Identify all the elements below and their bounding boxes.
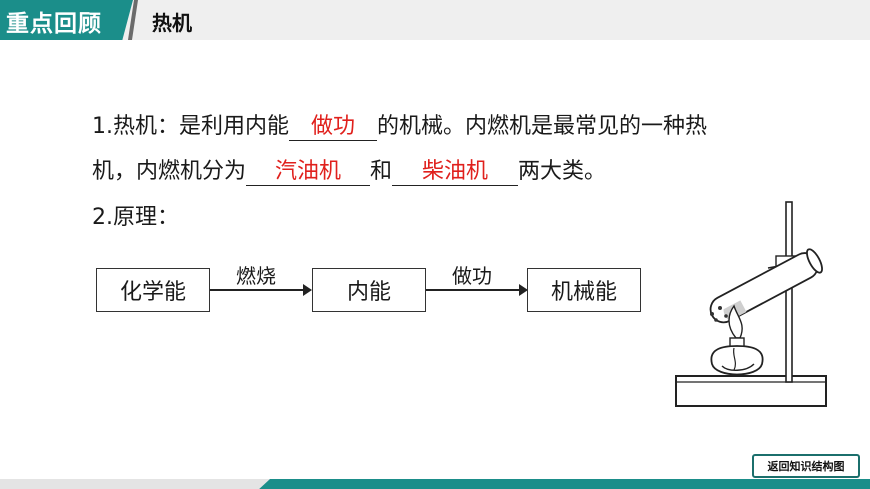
content-line-3: 2.原理： — [92, 205, 179, 230]
footer-band — [0, 479, 870, 489]
line2-suffix: 两大类。 — [518, 159, 607, 184]
line1-prefix: 1.热机：是利用内能 — [92, 114, 289, 139]
line2-prefix: 机，内燃机分为 — [92, 159, 247, 184]
line1-suffix: 的机械。内燃机是最常见的一种热 — [377, 114, 708, 139]
footer-accent — [0, 479, 270, 489]
test-tube-heating-apparatus-icon — [675, 201, 827, 407]
flow-box-chemical-energy: 化学能 — [96, 268, 210, 312]
flow-arrow-2-label: 做功 — [452, 264, 492, 288]
answer-blank-2: 汽油机 — [246, 159, 371, 186]
back-to-structure-button[interactable]: 返回知识结构图 — [752, 454, 860, 478]
line2-middle: 和 — [370, 159, 393, 184]
section-tag-label: 重点回顾 — [6, 11, 102, 37]
answer-blank-3: 柴油机 — [392, 159, 519, 186]
flow-arrow-1-label: 燃烧 — [236, 264, 276, 288]
flow-box-mechanical-energy: 机械能 — [527, 268, 641, 312]
flow-box-internal-energy: 内能 — [312, 268, 426, 312]
header-bar — [0, 0, 870, 40]
flow-arrow-1 — [210, 284, 312, 296]
page-title: 热机 — [152, 11, 192, 35]
flow-arrow-2 — [426, 284, 528, 296]
content-line-1: 1.热机：是利用内能做功的机械。内燃机是最常见的一种热 — [92, 112, 707, 142]
section-tag — [0, 0, 133, 40]
content-line-2: 机，内燃机分为汽油机和柴油机两大类。 — [92, 157, 606, 187]
header-divider — [128, 0, 138, 40]
answer-blank-1: 做功 — [289, 114, 377, 141]
